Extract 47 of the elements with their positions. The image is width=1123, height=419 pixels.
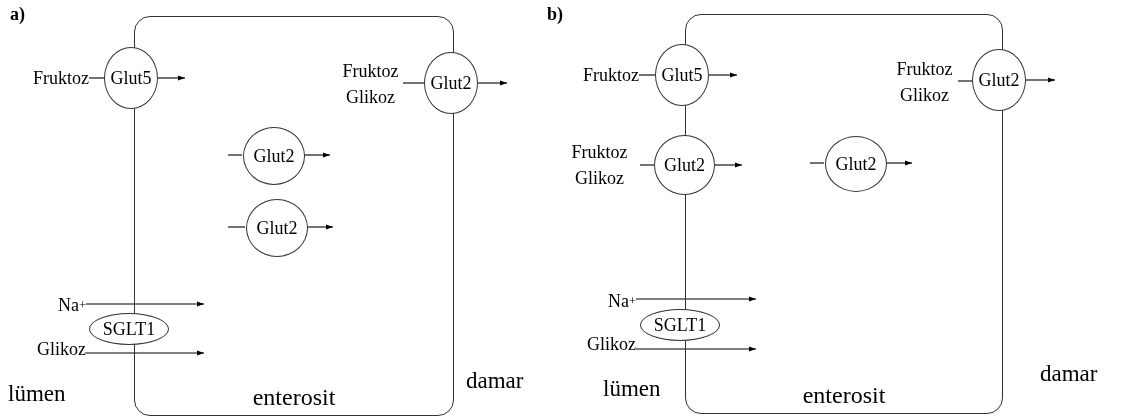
- arrow: [635, 346, 757, 352]
- substrate-label: Fruktoz: [566, 63, 639, 87]
- cell-label: enterosit: [801, 382, 887, 409]
- transporter-label: SGLT1: [102, 318, 156, 340]
- transporter-label: Glut2: [430, 72, 472, 94]
- substrate-label: Fruktoz Glikoz: [559, 138, 640, 192]
- arrow: [157, 75, 186, 81]
- connector-line: [957, 80, 973, 82]
- region-label: lümen: [603, 376, 661, 402]
- panel-label: b): [547, 4, 563, 25]
- arrow: [635, 296, 757, 302]
- connector-line: [227, 226, 246, 228]
- transporter-label: Glut2: [978, 69, 1020, 91]
- transporter-circle: [654, 135, 715, 195]
- transporter-label: Glut2: [835, 153, 877, 175]
- connector-line: [402, 82, 425, 84]
- substrate-label: Glikoz: [564, 331, 636, 357]
- transporter-label: Glut2: [253, 145, 295, 167]
- transporter-label: Glut2: [664, 154, 705, 176]
- panel-label: a): [10, 4, 25, 25]
- region-label: damar: [466, 368, 524, 394]
- arrow: [85, 350, 205, 356]
- arrow: [714, 162, 743, 168]
- region-label: lümen: [8, 381, 66, 407]
- transporter-label: Glut5: [110, 67, 152, 89]
- connector-line: [227, 154, 243, 156]
- substrate-label: Glikoz: [14, 336, 86, 362]
- transporter-circle: [825, 136, 887, 192]
- arrow: [885, 160, 913, 166]
- arrow: [85, 301, 205, 307]
- transporter-label: Glut5: [661, 64, 703, 86]
- substrate-label: Fruktoz Glikoz: [890, 55, 959, 109]
- cell-label: enterosit: [251, 384, 337, 411]
- arrow: [1025, 77, 1056, 83]
- connector-line: [809, 162, 825, 164]
- connector-line: [639, 164, 655, 166]
- transporter-label: Glut2: [256, 217, 298, 239]
- arrow: [477, 80, 508, 86]
- region-label: damar: [1040, 361, 1098, 387]
- transporter-label: SGLT1: [653, 314, 707, 336]
- connector-line: [638, 74, 656, 76]
- arrow: [306, 224, 334, 230]
- arrow: [303, 152, 331, 158]
- substrate-label: Fruktoz Glikoz: [337, 57, 404, 111]
- arrow: [708, 72, 738, 78]
- connector-line: [88, 77, 105, 79]
- substrate-label: Fruktoz: [16, 66, 89, 90]
